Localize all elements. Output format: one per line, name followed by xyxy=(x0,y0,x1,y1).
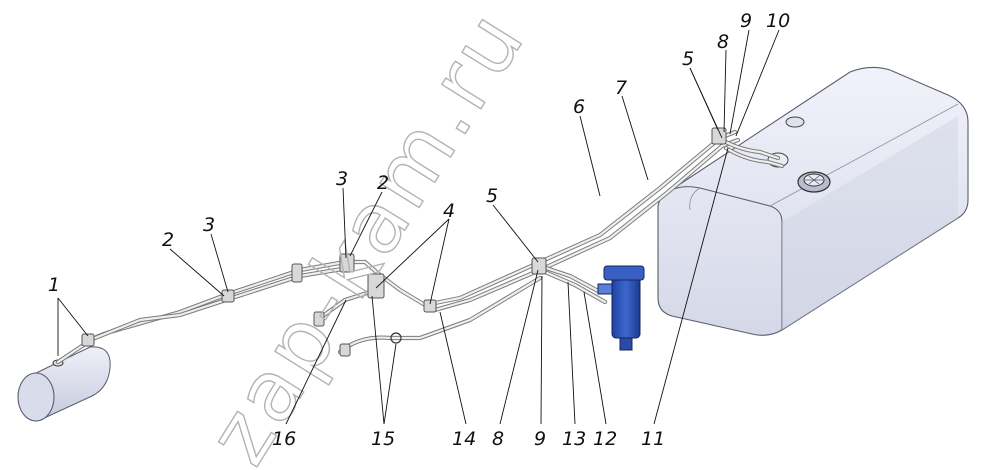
callout-7: 7 xyxy=(615,77,627,99)
callout-2: 2 xyxy=(377,172,389,194)
callout-15: 15 xyxy=(371,428,395,450)
callout-9: 9 xyxy=(534,428,546,450)
callout-8: 8 xyxy=(492,428,504,450)
callout-2: 2 xyxy=(162,229,174,251)
callout-16: 16 xyxy=(272,428,296,450)
watermark: zap-kam.ru xyxy=(189,0,545,470)
callout-6: 6 xyxy=(573,96,585,118)
callout-5: 5 xyxy=(486,185,498,207)
fuel-tank xyxy=(657,66,969,336)
callout-1: 1 xyxy=(48,274,60,296)
callout-10: 10 xyxy=(766,10,790,32)
callout-9: 9 xyxy=(740,10,752,32)
auxiliary-tank xyxy=(17,346,111,422)
fuel-filter xyxy=(597,265,645,351)
callout-5: 5 xyxy=(682,48,694,70)
callout-3: 3 xyxy=(336,168,348,190)
callout-11: 11 xyxy=(641,428,665,450)
callouts: 1 2 3 3 2 4 5 6 7 5 8 9 10 16 15 14 8 9 … xyxy=(48,10,790,450)
pipe-clamps xyxy=(81,127,727,357)
callout-13: 13 xyxy=(562,428,586,450)
callout-12: 12 xyxy=(593,428,617,450)
callout-14: 14 xyxy=(452,428,476,450)
callout-3: 3 xyxy=(203,214,215,236)
callout-4: 4 xyxy=(443,200,455,222)
filler-cap xyxy=(797,171,831,193)
callout-8: 8 xyxy=(717,31,729,53)
leader-lines xyxy=(57,29,780,425)
